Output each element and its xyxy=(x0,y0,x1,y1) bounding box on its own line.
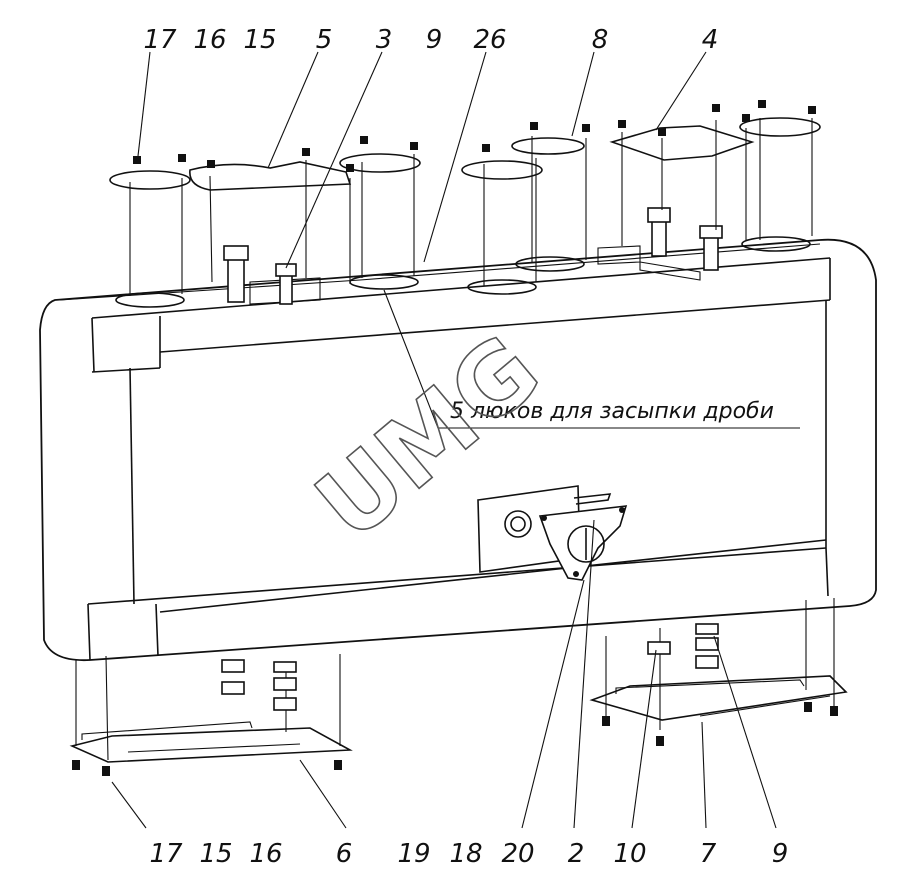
bottom-left-mount xyxy=(69,654,353,776)
callout-18-bottom: 18 xyxy=(449,839,482,869)
bottom-right-mount xyxy=(589,598,848,746)
callout-16-bottom: 16 xyxy=(249,839,282,869)
bottom-callouts: 17 15 16 6 19 18 20 2 10 7 9 xyxy=(149,839,788,869)
callout-6-bottom: 6 xyxy=(336,839,353,869)
callout-5-top: 5 xyxy=(316,25,333,55)
callout-9-bottom: 9 xyxy=(772,839,789,869)
callout-10-bottom: 10 xyxy=(613,839,646,869)
callout-20-bottom: 20 xyxy=(501,839,534,869)
top-bolts xyxy=(223,207,723,305)
callout-26-top: 26 xyxy=(473,25,506,55)
callout-17-bottom: 17 xyxy=(149,839,183,869)
callout-16-top: 16 xyxy=(193,25,226,55)
callout-9-top: 9 xyxy=(426,25,443,55)
callout-2-bottom: 2 xyxy=(568,839,585,869)
top-leader-lines xyxy=(137,51,707,269)
bottom-leader-lines xyxy=(111,519,777,829)
callout-15-bottom: 15 xyxy=(199,839,232,869)
callout-15-top: 15 xyxy=(243,25,276,55)
top-callouts: 17 16 15 5 3 9 26 8 4 xyxy=(143,25,718,55)
front-lock-plate xyxy=(477,485,628,581)
callout-17-top: 17 xyxy=(143,25,177,55)
callout-19-bottom: 19 xyxy=(397,839,430,869)
callout-4-top: 4 xyxy=(702,25,719,55)
filler-hatch-annotation: 5 люков для засыпки дроби xyxy=(383,289,800,429)
exploded-covers xyxy=(109,100,821,296)
callout-3-top: 3 xyxy=(376,25,393,55)
annotation-text: 5 люков для засыпки дроби xyxy=(450,399,774,424)
callout-7-bottom: 7 xyxy=(700,839,717,869)
callout-8-top: 8 xyxy=(592,25,609,55)
